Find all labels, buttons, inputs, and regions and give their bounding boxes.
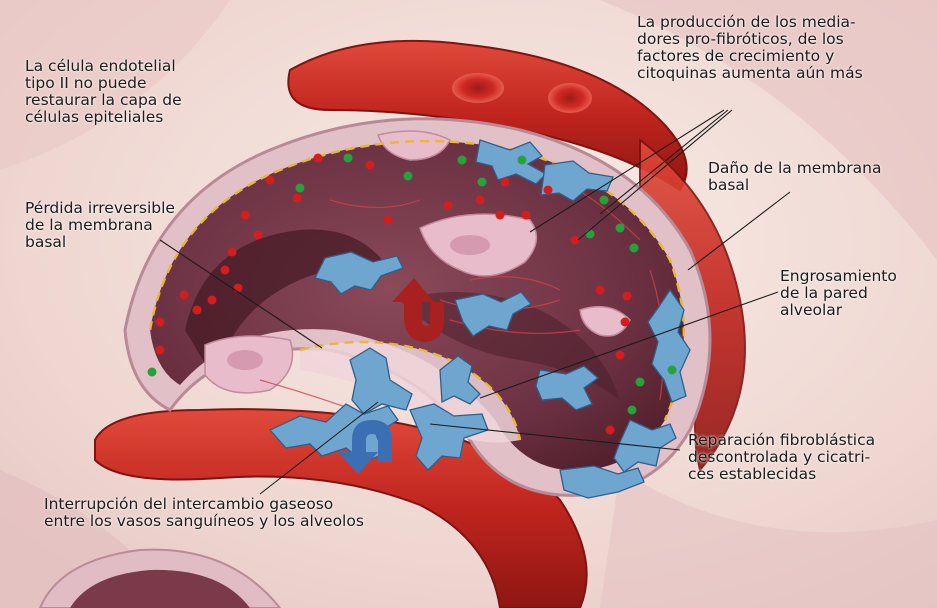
label-basal-membrane-loss: Pérdida irreversible de la membrana basa… xyxy=(25,200,175,251)
label-line: restaurar la capa de xyxy=(25,92,182,109)
label-line: Reparación fibroblástica xyxy=(688,432,875,449)
label-line: La célula endotelial xyxy=(25,58,182,75)
label-line: dores pro-fibróticos, de los xyxy=(637,31,863,48)
label-line: citoquinas aumenta aún más xyxy=(637,65,863,82)
label-line: basal xyxy=(25,234,175,251)
label-line: tipo II no puede xyxy=(25,75,182,92)
label-basal-membrane-damage: Daño de la membrana basal xyxy=(708,160,881,194)
label-fibroblastic-repair: Reparación fibroblástica descontrolada y… xyxy=(688,432,875,483)
label-line: La producción de los media- xyxy=(637,14,863,31)
cell-nucleus xyxy=(227,350,263,370)
label-wall-thickening: Engrosamiento de la pared alveolar xyxy=(780,268,897,319)
label-line: basal xyxy=(708,177,881,194)
label-mediator-production: La producción de los media- dores pro-fi… xyxy=(637,14,863,82)
label-line: de la pared xyxy=(780,285,897,302)
label-line: Engrosamiento xyxy=(780,268,897,285)
label-line: células epiteliales xyxy=(25,109,182,126)
red-blood-cell xyxy=(452,73,504,103)
label-endothelial-cell: La célula endotelial tipo II no puede re… xyxy=(25,58,182,126)
label-line: ces establecidas xyxy=(688,466,875,483)
label-gas-exchange-interruption: Interrupción del intercambio gaseoso ent… xyxy=(44,496,364,530)
cell-nucleus xyxy=(450,235,490,255)
label-line: Daño de la membrana xyxy=(708,160,881,177)
label-line: entre los vasos sanguíneos y los alveolo… xyxy=(44,513,364,530)
label-line: alveolar xyxy=(780,302,897,319)
red-blood-cell xyxy=(548,83,592,113)
label-line: Interrupción del intercambio gaseoso xyxy=(44,496,364,513)
label-line: factores de crecimiento y xyxy=(637,48,863,65)
label-line: descontrolada y cicatri- xyxy=(688,449,875,466)
label-line: de la membrana xyxy=(25,217,175,234)
label-line: Pérdida irreversible xyxy=(25,200,175,217)
